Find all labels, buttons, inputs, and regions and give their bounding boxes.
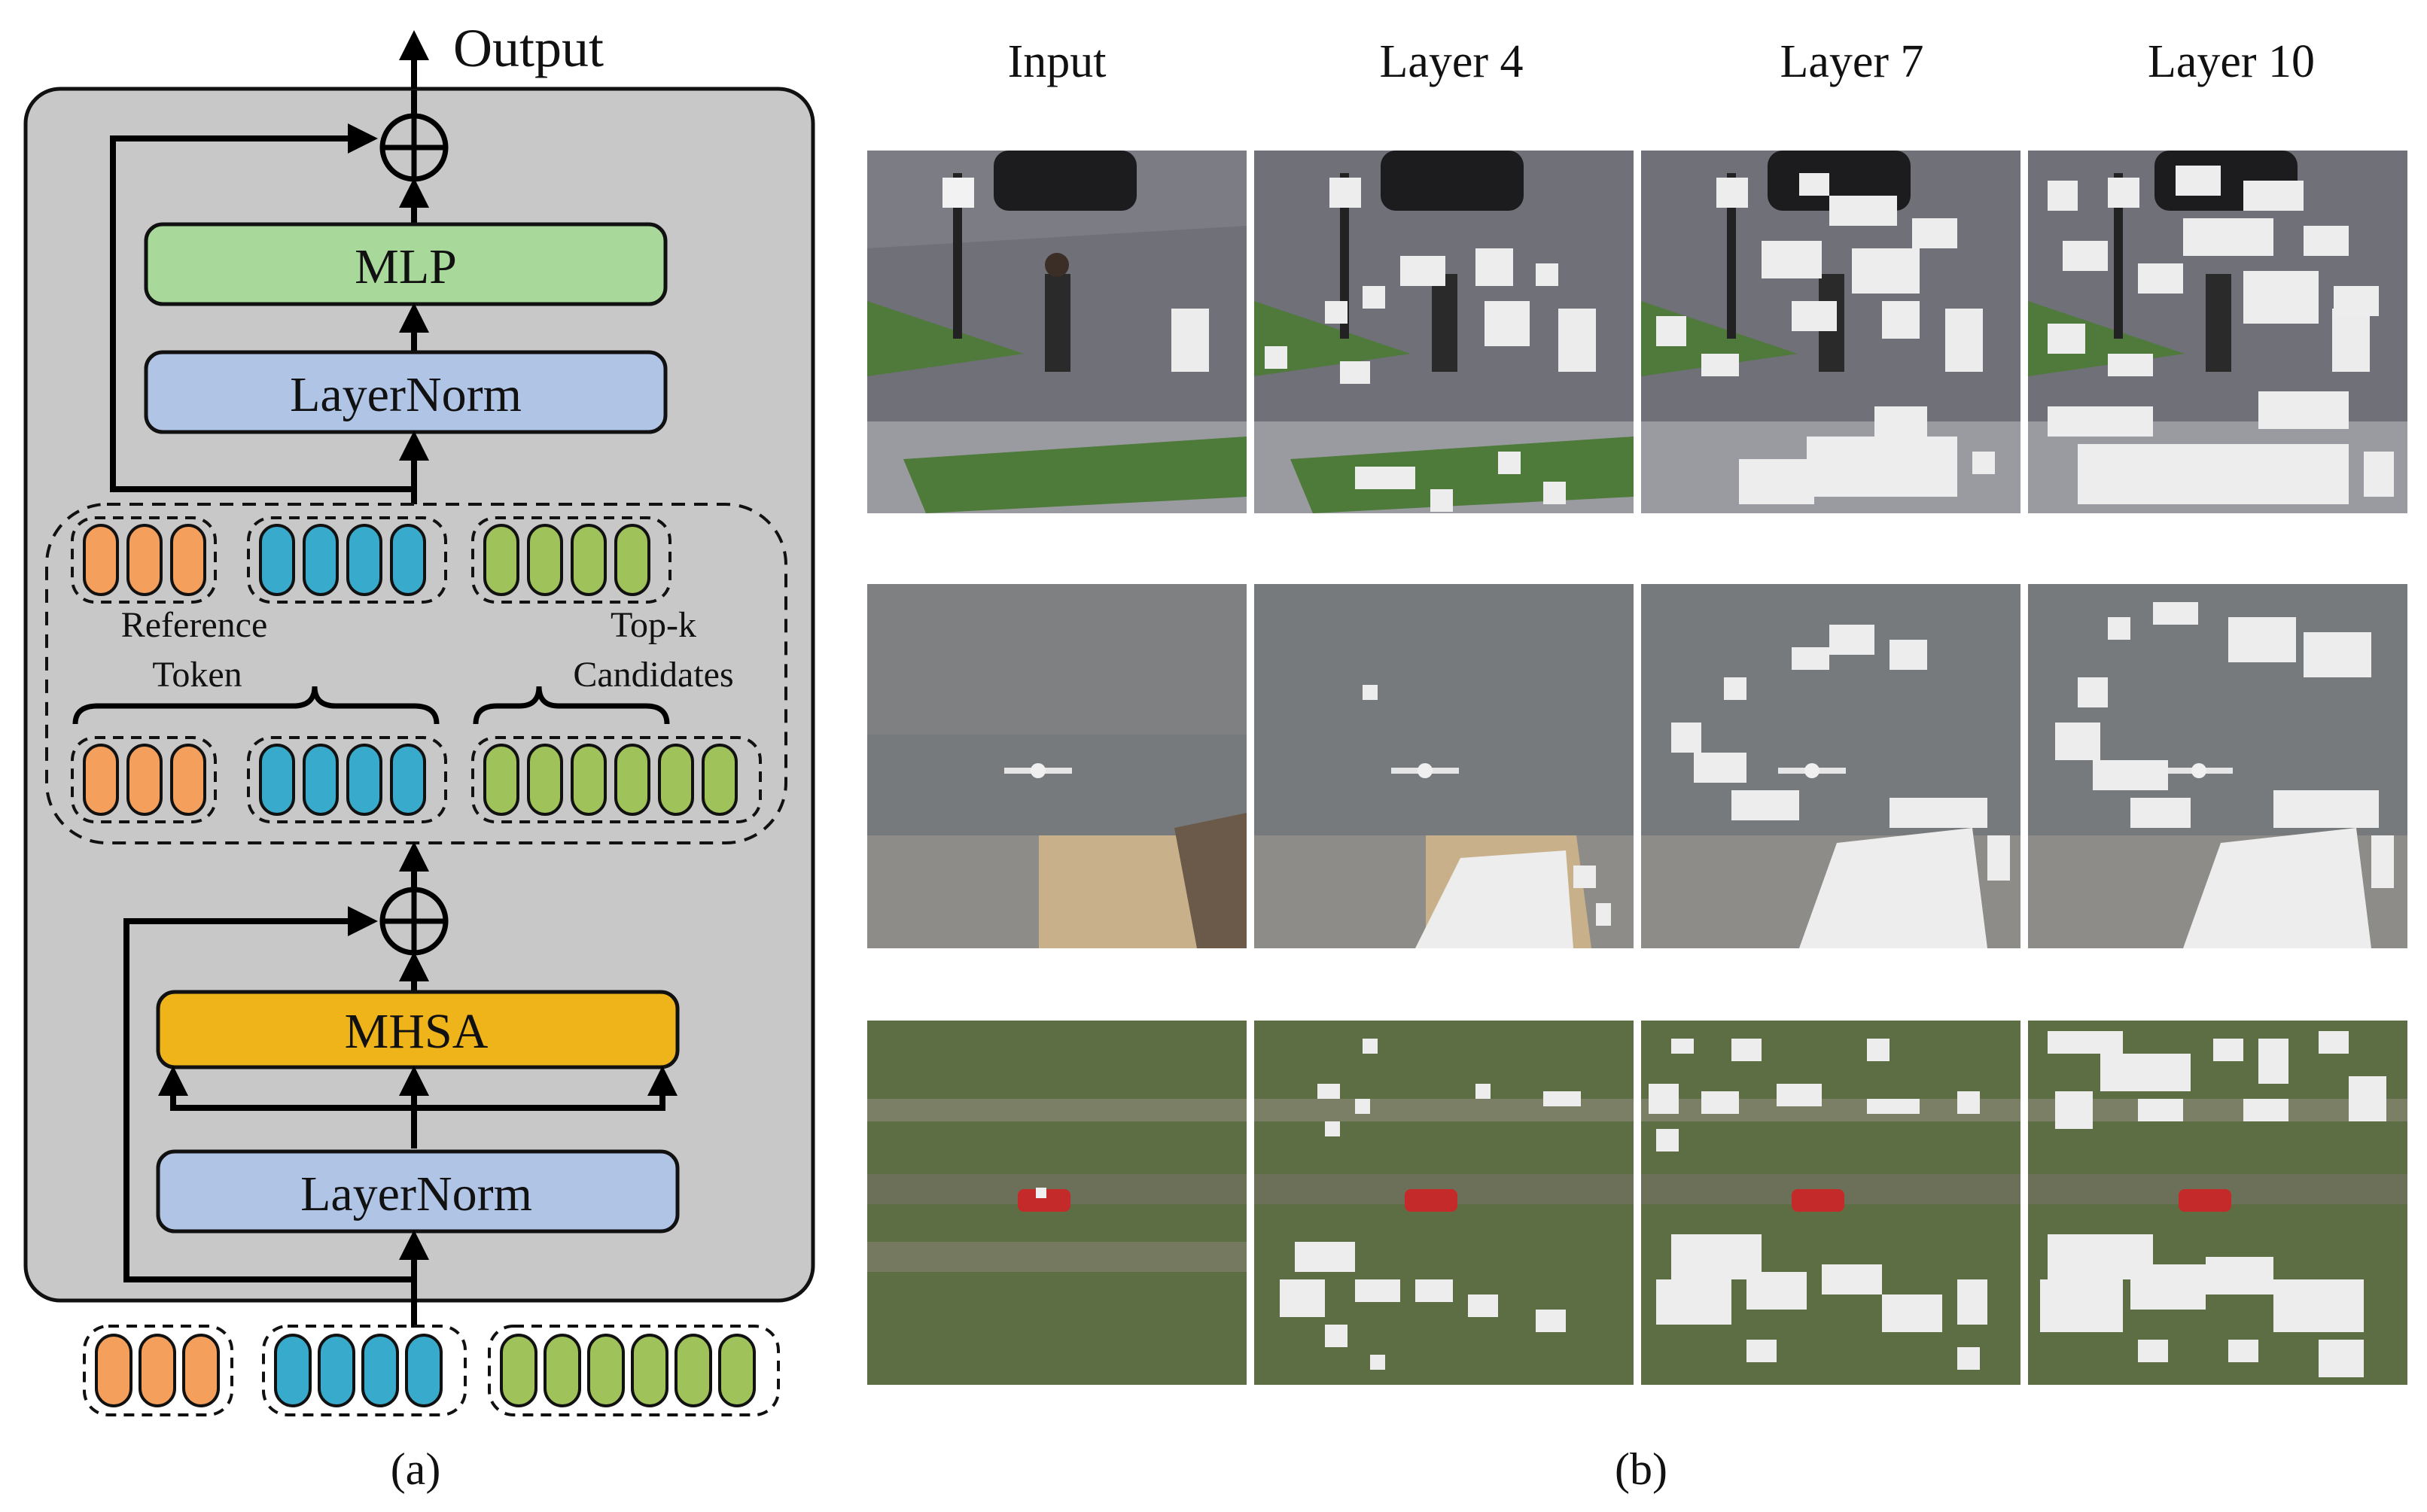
token-search [363,1335,397,1406]
row-vehicle-scene [867,1021,2407,1385]
layernorm-top-label: LayerNorm [290,367,522,422]
output-label: Output [453,18,604,78]
caption-a: (a) [391,1444,441,1494]
image-vehicle-input [867,1021,1247,1385]
token-search [391,745,425,814]
token-candidate [589,1335,623,1406]
token-candidate [676,1335,711,1406]
mlp-label: MLP [355,239,457,294]
image-vehicle-layer-4 [1254,1021,1634,1385]
token-reference [84,745,117,814]
image-airplane-layer-10 [2028,584,2407,948]
token-candidate [528,525,562,595]
row-street-scene [867,151,2407,513]
column-header-input: Input [1008,36,1107,87]
input-tokens-row [84,1326,778,1415]
token-search [304,525,337,595]
residual-add-top-icon [382,116,446,179]
panel-a-transformer-block: Output MLP LayerNorm [26,18,813,1328]
token-reference [96,1335,131,1406]
token-candidate [545,1335,580,1406]
layernorm-bottom-label: LayerNorm [300,1167,532,1221]
token-search [391,525,425,595]
token-candidate [572,525,605,595]
column-header-layer-4: Layer 4 [1379,36,1523,87]
token-search [260,745,294,814]
image-street-layer-7 [1641,151,2020,513]
token-candidate [616,745,649,814]
token-candidate [572,745,605,814]
token-search [260,525,294,595]
token-candidate [501,1335,536,1406]
token-search [348,525,381,595]
token-search [304,745,337,814]
image-vehicle-layer-7 [1641,1021,2020,1385]
reference-label-line2: Token [152,655,242,695]
mhsa-label: MHSA [345,1004,489,1059]
token-candidate [528,745,562,814]
column-header-layer-7: Layer 7 [1780,36,1923,87]
image-airplane-layer-7 [1641,584,2020,948]
token-candidate [659,745,693,814]
token-reference [140,1335,175,1406]
token-candidate [720,1335,754,1406]
token-reference [172,525,205,595]
image-vehicle-layer-10 [2028,1021,2407,1385]
token-reference [184,1335,218,1406]
token-candidate [703,745,736,814]
image-street-input [867,151,1247,513]
token-reference [128,525,161,595]
token-search [407,1335,441,1406]
token-reference [172,745,205,814]
topk-label-line1: Top-k [611,605,696,645]
caption-b: (b) [1615,1444,1667,1494]
token-search [319,1335,354,1406]
image-street-layer-4 [1254,151,1634,513]
image-airplane-input [867,584,1247,948]
token-search [276,1335,310,1406]
token-reference [128,745,161,814]
token-candidate [485,745,518,814]
image-street-layer-10 [2028,151,2407,513]
token-candidate [485,525,518,595]
token-reference [84,525,117,595]
token-candidate [632,1335,667,1406]
row-airplane-scene [867,584,2407,948]
token-search [348,745,381,814]
token-candidate [616,525,649,595]
column-header-layer-10: Layer 10 [2148,36,2315,87]
topk-label-line2: Candidates [573,655,733,695]
panel-b-grid: Input Layer 4 Layer 7 Layer 10 [867,36,2407,1494]
residual-add-bottom-icon [382,890,446,953]
image-airplane-layer-4 [1254,584,1634,948]
reference-label-line1: Reference [121,605,268,645]
